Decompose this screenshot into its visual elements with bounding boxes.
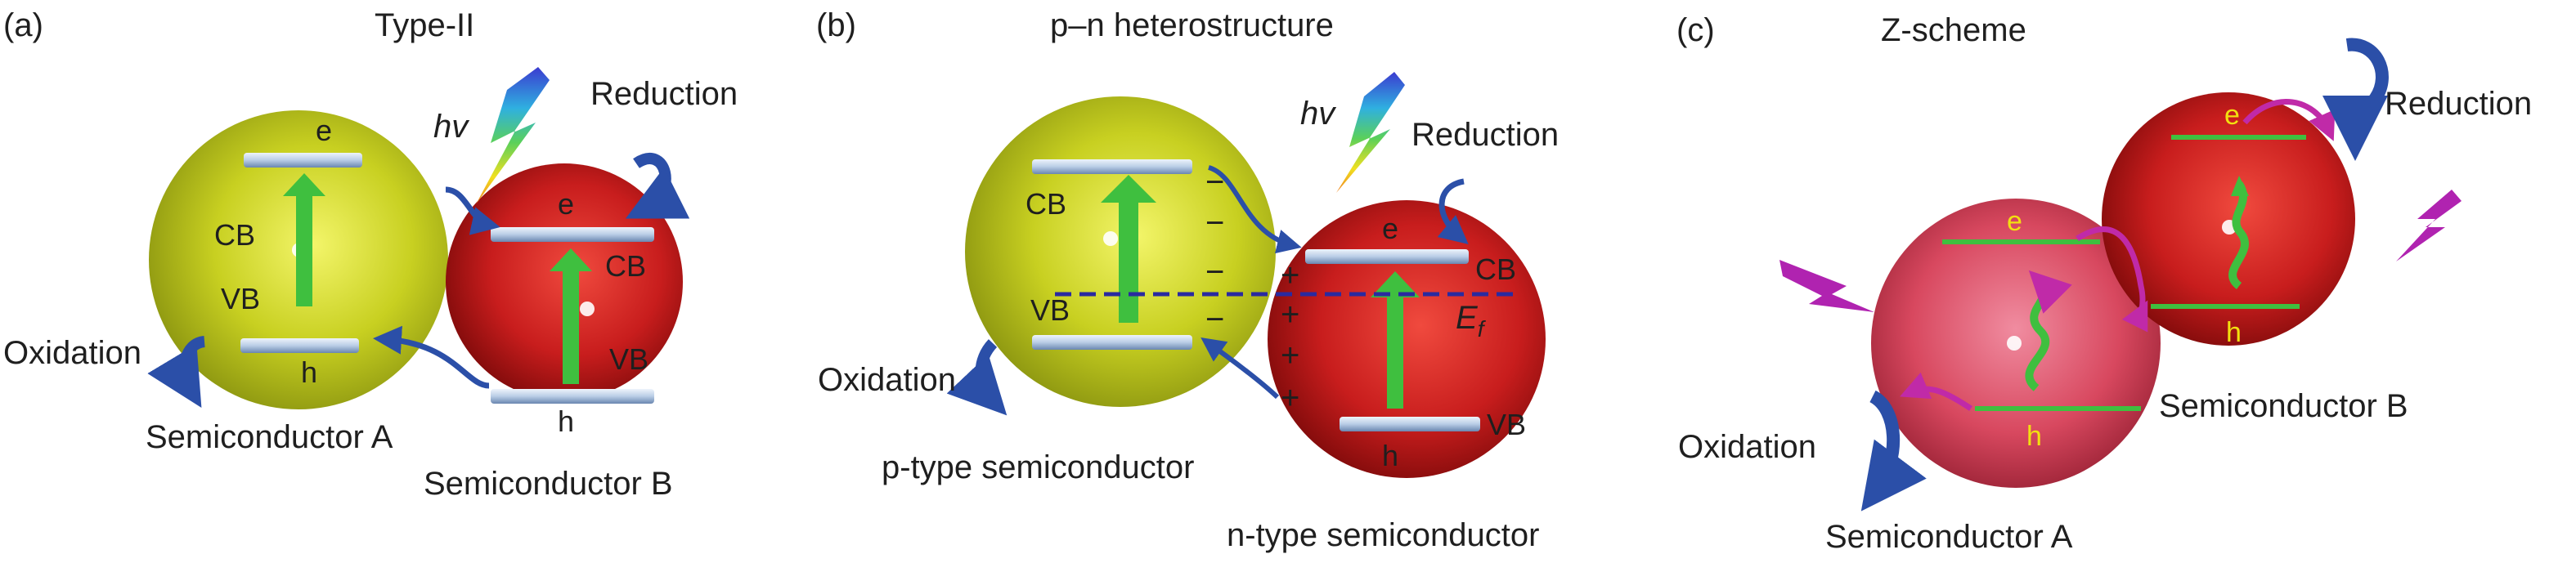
vb-b-band bbox=[491, 389, 654, 404]
hole-a-label: h bbox=[2026, 421, 2042, 452]
light-bolt-icon bbox=[1779, 260, 1874, 312]
vb-p-band bbox=[1032, 335, 1192, 350]
cb-b-label: CB bbox=[605, 249, 646, 283]
hv-label: hv bbox=[1300, 96, 1336, 132]
cb-p-band bbox=[1032, 159, 1192, 174]
hole-transfer-arrow bbox=[373, 325, 490, 389]
electron-a-label: e bbox=[316, 114, 332, 147]
electron-transfer-arrow bbox=[445, 186, 500, 235]
hole-a-label: h bbox=[301, 355, 317, 389]
p-type-label: p-type semiconductor bbox=[882, 449, 1194, 485]
reduction-label: Reduction bbox=[2385, 86, 2532, 122]
hole-b-label: h bbox=[558, 404, 574, 438]
depletion-plus-signs: + + + + bbox=[1281, 257, 1299, 416]
reduction-curl-arrow bbox=[1437, 178, 1469, 244]
cb-p-label: CB bbox=[1025, 187, 1066, 221]
svg-text:+: + bbox=[1281, 337, 1299, 373]
highlight bbox=[580, 302, 595, 316]
highlight bbox=[1103, 231, 1118, 246]
excitation-arrow-b bbox=[2228, 181, 2249, 289]
excitation-arrow-a bbox=[2025, 270, 2072, 391]
svg-text:−: − bbox=[1205, 254, 1224, 290]
oxidation-label: Oxidation bbox=[1678, 429, 1816, 465]
svg-text:−: − bbox=[1205, 164, 1224, 200]
cb-b-band bbox=[491, 227, 654, 242]
excitation-arrow-b bbox=[550, 248, 592, 384]
semiconductor-b-sphere bbox=[2102, 92, 2355, 346]
depletion-minus-signs: − − − − bbox=[1205, 164, 1224, 337]
cb-a-band bbox=[244, 153, 362, 168]
excitation-arrow-n bbox=[1371, 271, 1420, 409]
electron-n-label: e bbox=[1382, 212, 1398, 245]
vb-n-band bbox=[1340, 417, 1480, 431]
cb-n-label: CB bbox=[1475, 252, 1516, 286]
panel-c: (c) Z-scheme e h e h Reduction Oxidation… bbox=[1676, 12, 2532, 555]
cb-a-label: CB bbox=[214, 218, 255, 252]
hole-n-label: h bbox=[1382, 439, 1398, 472]
highlight bbox=[2007, 336, 2022, 351]
svg-text:+: + bbox=[1281, 257, 1299, 293]
hv-label: hv bbox=[433, 109, 469, 145]
electron-b-label: e bbox=[2224, 100, 2240, 131]
panel-b-label: (b) bbox=[816, 7, 856, 43]
svg-text:+: + bbox=[1281, 380, 1299, 416]
oxidation-curl-arrow bbox=[946, 339, 1008, 416]
panel-c-label: (c) bbox=[1676, 12, 1715, 48]
vb-n-label: VB bbox=[1487, 408, 1526, 441]
semiconductor-a-label: Semiconductor A bbox=[146, 419, 393, 455]
reduction-label: Reduction bbox=[1411, 117, 1559, 153]
excitation-arrow-a bbox=[283, 173, 325, 306]
oxidation-curl-arrow bbox=[147, 336, 206, 409]
semiconductor-b-label: Semiconductor B bbox=[424, 466, 673, 502]
semiconductor-a-label: Semiconductor A bbox=[1825, 519, 2073, 555]
excitation-arrow-p bbox=[1101, 175, 1156, 323]
n-type-label: n-type semiconductor bbox=[1227, 517, 1539, 553]
electron-a-label: e bbox=[2007, 206, 2022, 237]
vb-a-label: VB bbox=[221, 282, 260, 315]
panel-c-title: Z-scheme bbox=[1881, 12, 2026, 48]
light-bolt-icon bbox=[476, 67, 550, 204]
vb-b-label: VB bbox=[609, 342, 648, 376]
fermi-level-label: Ef bbox=[1456, 300, 1487, 342]
hole-b-label: h bbox=[2226, 317, 2242, 348]
electron-transfer-arrow bbox=[1207, 165, 1302, 254]
svg-text:+: + bbox=[1281, 297, 1299, 333]
panel-a-label: (a) bbox=[3, 7, 43, 43]
svg-text:−: − bbox=[1205, 205, 1224, 241]
panel-b-title: p–n heterostructure bbox=[1050, 7, 1334, 43]
excitation-arrowhead-b bbox=[2231, 176, 2249, 196]
oxidation-curl-arrow bbox=[1860, 390, 1927, 512]
panel-a: (a) Type-II hv Reduction Oxidation CB VB… bbox=[3, 7, 738, 502]
reduction-curl-arrow bbox=[625, 153, 690, 219]
vb-a-band bbox=[240, 338, 359, 353]
light-bolt-icon bbox=[2396, 190, 2462, 261]
z-scheme-recombination-arrow bbox=[2076, 226, 2148, 333]
n-type-sphere bbox=[1268, 200, 1546, 478]
reduction-label: Reduction bbox=[590, 76, 738, 112]
panel-b: (b) p–n heterostructure hv Reduction Oxi… bbox=[816, 7, 1559, 553]
light-bolt-icon bbox=[1336, 72, 1405, 193]
panel-a-title: Type-II bbox=[375, 7, 474, 43]
reduction-curl-arrow bbox=[2322, 38, 2389, 161]
hole-transfer-arrow bbox=[1200, 337, 1280, 400]
electron-b-label: e bbox=[558, 187, 574, 221]
semiconductor-b-label: Semiconductor B bbox=[2159, 388, 2408, 424]
oxidation-label: Oxidation bbox=[3, 335, 141, 371]
oxidation-label: Oxidation bbox=[818, 362, 956, 398]
cb-n-band bbox=[1305, 249, 1469, 264]
hole-to-oxidation-arrow bbox=[1900, 372, 1972, 411]
vb-p-label: VB bbox=[1030, 293, 1070, 327]
svg-text:−: − bbox=[1205, 302, 1224, 337]
